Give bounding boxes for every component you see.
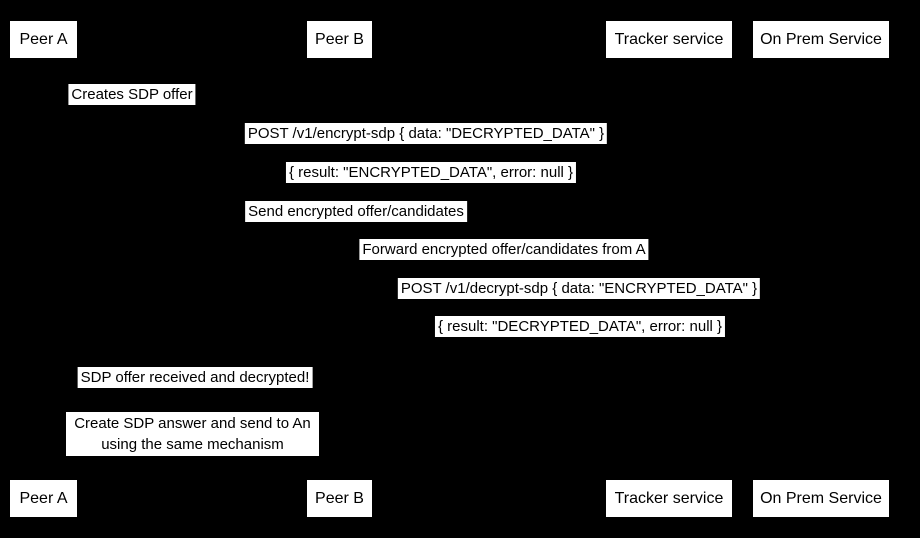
message-post-encrypt-sdp: POST /v1/encrypt-sdp { data: "DECRYPTED_… <box>244 123 608 144</box>
note-create-sdp-answer: Create SDP answer and send to An using t… <box>66 412 319 456</box>
participant-peer-b-top: Peer B <box>307 21 372 58</box>
message-result-encrypted-data: { result: "ENCRYPTED_DATA", error: null … <box>285 162 577 183</box>
note-line-1: Create SDP answer and send to An <box>74 415 311 432</box>
participant-peer-a-top: Peer A <box>10 21 77 58</box>
message-forward-encrypted-offer: Forward encrypted offer/candidates from … <box>359 239 649 260</box>
note-line-2: using the same mechanism <box>101 436 284 453</box>
participant-peer-b-bottom: Peer B <box>307 480 372 517</box>
participant-peer-a-bottom: Peer A <box>10 480 77 517</box>
message-post-decrypt-sdp: POST /v1/decrypt-sdp { data: "ENCRYPTED_… <box>397 278 761 299</box>
message-creates-sdp-offer: Creates SDP offer <box>68 84 196 105</box>
message-send-encrypted-offer: Send encrypted offer/candidates <box>245 201 467 222</box>
participant-on-prem-service-bottom: On Prem Service <box>753 480 889 517</box>
participant-on-prem-service-top: On Prem Service <box>753 21 889 58</box>
participant-tracker-service-bottom: Tracker service <box>606 480 732 517</box>
participant-tracker-service-top: Tracker service <box>606 21 732 58</box>
message-result-decrypted-data: { result: "DECRYPTED_DATA", error: null … <box>434 316 726 337</box>
message-sdp-offer-received: SDP offer received and decrypted! <box>77 367 313 388</box>
